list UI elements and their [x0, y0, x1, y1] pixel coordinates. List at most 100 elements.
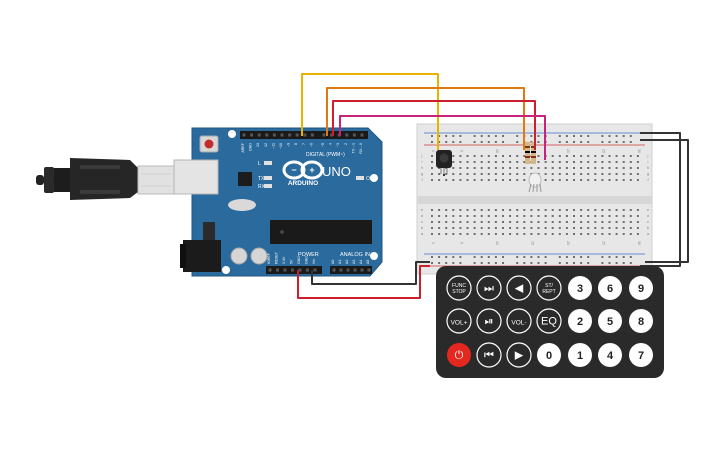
- digital-pin-label: 12: [264, 143, 268, 147]
- l-label: L: [258, 161, 261, 167]
- power-pin-hole: [313, 268, 317, 272]
- usb-cable: [36, 158, 175, 200]
- digital-pin-hole: [265, 133, 269, 137]
- remote-button[interactable]: [447, 343, 471, 367]
- breadboard-column-number: 20: [566, 149, 570, 153]
- ir-receiver: [436, 150, 452, 174]
- remote-button[interactable]: [537, 343, 561, 367]
- digital-pin-hole: [330, 133, 334, 137]
- remote-button[interactable]: [629, 343, 653, 367]
- remote-button[interactable]: [476, 342, 502, 368]
- analog-pin-label: A2: [345, 260, 349, 264]
- wire-black-gnd: [311, 261, 430, 285]
- atmega-chip: [270, 220, 372, 244]
- remote-button-label: VOL-: [511, 320, 526, 327]
- remote-button-label: 6: [607, 283, 613, 295]
- remote-button-label: ⏻: [455, 350, 464, 362]
- remote-button[interactable]: [446, 308, 472, 334]
- remote-button[interactable]: [568, 343, 592, 367]
- analog-pin-hole: [360, 268, 364, 272]
- remote-button[interactable]: [629, 276, 653, 300]
- remote-button-label: REPT: [542, 289, 555, 295]
- digital-pin-hole: [360, 133, 364, 137]
- breadboard-column-number: 15: [530, 241, 534, 245]
- remote-button[interactable]: [629, 309, 653, 333]
- remote-button-label: ⏯: [485, 316, 494, 328]
- remote-button[interactable]: [446, 275, 472, 301]
- breadboard-row-letter: g: [421, 171, 423, 176]
- breadboard-row-letter: b: [421, 225, 424, 230]
- remote-button[interactable]: [476, 275, 502, 301]
- digital-pin-hole: [322, 133, 326, 137]
- digital-pin-label: ~11: [271, 143, 275, 149]
- remote-button[interactable]: [506, 275, 532, 301]
- breadboard-row-letter: h: [421, 165, 423, 170]
- remote-button-label: STOP: [452, 289, 466, 295]
- remote-button-label: EQ: [541, 316, 557, 328]
- digital-pin-label: 8: [294, 143, 298, 145]
- digital-pin-label: 2: [344, 143, 348, 145]
- power-pin-hole: [298, 268, 302, 272]
- remote-button[interactable]: [506, 342, 532, 368]
- digital-pin-label: 4: [329, 143, 333, 145]
- wire-red-5v: [297, 265, 430, 299]
- remote-button-label: ◀: [515, 283, 524, 295]
- wire-magenta: [339, 115, 546, 160]
- digital-pin-hole: [250, 133, 254, 137]
- digital-pin-hole: [272, 133, 276, 137]
- power-pin-hole: [276, 268, 279, 272]
- breadboard-column-number: 25: [601, 149, 605, 153]
- remote-button-label: ⏭: [484, 283, 494, 295]
- breadboard-row-letter: i: [422, 159, 423, 164]
- remote-button[interactable]: [476, 308, 502, 334]
- remote-button[interactable]: [506, 308, 532, 334]
- wire-yellow: [301, 73, 439, 150]
- power-pin-label: GND: [297, 256, 301, 264]
- remote-button[interactable]: [568, 309, 592, 333]
- power-pin-label: IOREF: [267, 252, 271, 264]
- breadboard-column-number: 5: [459, 242, 463, 244]
- remote-button-label: 8: [638, 316, 644, 328]
- usb-chip: [238, 172, 252, 186]
- breadboard-row-letter: h: [647, 165, 649, 170]
- analog-label: ANALOG IN: [340, 252, 370, 258]
- svg-text:−: −: [291, 165, 296, 175]
- remote-button[interactable]: [598, 276, 622, 300]
- analog-pin-label: A0: [331, 260, 335, 264]
- breadboard-row-letter: d: [421, 213, 423, 218]
- breadboard-column-number: 5: [459, 150, 463, 152]
- breadboard-row-letter: f: [421, 177, 423, 182]
- digital-pin-hole: [352, 133, 356, 137]
- analog-pin-hole: [332, 268, 336, 272]
- digital-pin-label: RX←0: [359, 143, 363, 154]
- power-pin-label: GND: [305, 256, 309, 264]
- power-pin-hole: [283, 268, 287, 272]
- analog-pin-hole: [339, 268, 343, 272]
- arduino-logo-left: [282, 160, 306, 180]
- digital-pin-label: ~3: [336, 143, 340, 147]
- analog-pin-label: A3: [352, 260, 356, 264]
- breadboard-row-letter: c: [421, 219, 423, 224]
- capacitor-2: [250, 247, 268, 265]
- power-pin-hole: [268, 268, 272, 272]
- digital-pin-hole: [310, 133, 314, 137]
- remote-button[interactable]: [568, 276, 592, 300]
- digital-pin-label: TX→1: [351, 143, 355, 153]
- remote-button[interactable]: [536, 308, 562, 334]
- remote-button[interactable]: [536, 275, 562, 301]
- breadboard-row-letter: g: [647, 171, 649, 176]
- breadboard-column-number: 1: [431, 150, 435, 152]
- usb-port: [173, 159, 219, 195]
- analog-pin-hole: [346, 268, 350, 272]
- breadboard-column-number: 20: [566, 241, 570, 245]
- remote-button[interactable]: [598, 343, 622, 367]
- remote-button[interactable]: [598, 309, 622, 333]
- power-label: POWER: [298, 252, 319, 258]
- remote-button-label: VOL+: [451, 320, 468, 327]
- breadboard-row-letter: c: [647, 219, 649, 224]
- wire-orange: [326, 87, 525, 150]
- digital-pin-label: ~10: [279, 143, 283, 149]
- remote-button-label: 7: [638, 350, 644, 362]
